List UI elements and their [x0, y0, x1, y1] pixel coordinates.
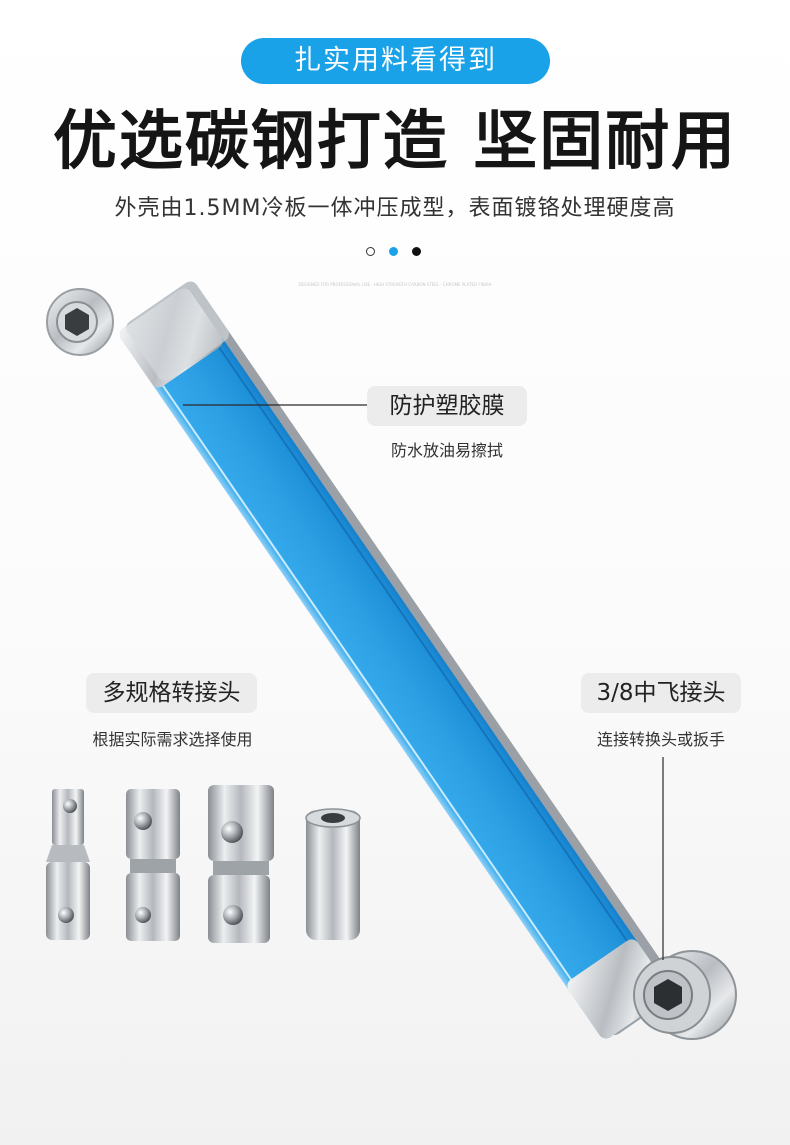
badge-pill: 扎实用料看得到	[241, 38, 550, 84]
pager-dot-2[interactable]	[389, 247, 398, 256]
fine-print: DESIGNED FOR PROFESSIONAL USE · HIGH STR…	[298, 282, 492, 287]
callout-adapters-desc: 根据实际需求选择使用	[92, 730, 253, 749]
bit-socket-sleeve	[305, 808, 361, 940]
callout-film-title: 防护塑胶膜	[367, 386, 527, 426]
subtitle: 外壳由1.5MM冷板一体冲压成型，表面镀铬处理硬度高	[114, 196, 676, 221]
carousel-pager	[0, 247, 790, 259]
pager-dot-3[interactable]	[412, 247, 421, 256]
callout-film-desc: 防水放油易擦拭	[390, 441, 503, 460]
wrench-top-end	[46, 288, 114, 356]
wrench-bar	[120, 281, 679, 1039]
callout-adapters-title: 多规格转接头	[86, 673, 257, 713]
pager-dot-1[interactable]	[366, 247, 375, 256]
wrench-bottom-end	[633, 950, 737, 1040]
callout-drive-desc: 连接转换头或扳手	[596, 730, 725, 749]
adapter-large	[208, 785, 274, 943]
headline: 优选碳钢打造 坚固耐用	[52, 105, 738, 179]
adapter-medium	[126, 789, 180, 941]
adapter-small	[46, 789, 90, 940]
callout-drive-title: 3/8中飞接头	[581, 673, 741, 713]
